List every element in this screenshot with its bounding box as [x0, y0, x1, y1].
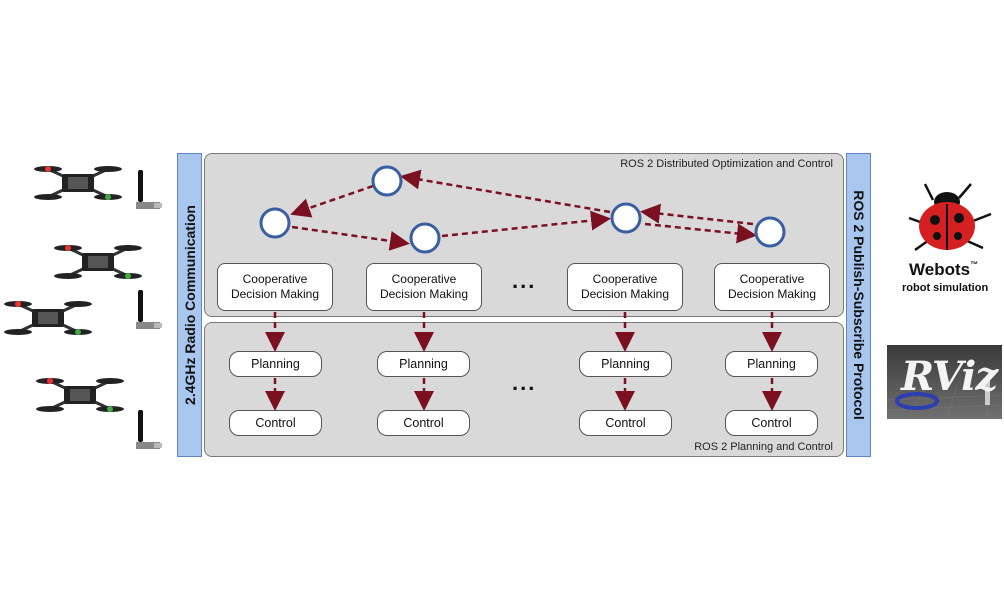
decision-line-1: Cooperative: [242, 272, 308, 286]
publish-subscribe-bar: ROS 2 Publish-Subscribe Protocol: [846, 153, 871, 457]
edge-n4-n2: [400, 169, 611, 214]
planning-control-title: ROS 2 Planning and Control: [694, 441, 833, 453]
decision-line-2: Decision Making: [580, 287, 670, 301]
rviz-name: RViz: [901, 353, 998, 400]
edge-n4-n5: [644, 222, 757, 244]
decision-line-1: Cooperative: [739, 272, 805, 286]
graph-node-1: [259, 207, 291, 239]
graph-node-4: [610, 202, 642, 234]
webots-logo: Webots™ robot simulation: [895, 178, 1000, 298]
webots-tagline: robot simulation: [902, 282, 989, 294]
planning-box-2: Planning: [377, 351, 470, 377]
graph-node-2: [371, 165, 403, 197]
rviz-logo: RViz: [886, 345, 1003, 420]
distributed-optimization-title: ROS 2 Distributed Optimization and Contr…: [620, 158, 833, 170]
graph-node-3: [409, 222, 441, 254]
edge-n5-n4: [640, 203, 754, 226]
decision-line-1: Cooperative: [592, 272, 658, 286]
webots-tm: ™: [970, 260, 979, 269]
radio-communication-bar: 2.4GHz Radio Communication: [177, 153, 202, 457]
edge-n1-n3: [291, 225, 410, 251]
planning-ellipsis: ...: [512, 370, 537, 395]
webots-name: Webots: [909, 260, 971, 279]
planning-box-4: Planning: [725, 351, 818, 377]
decision-line-1: Cooperative: [391, 272, 457, 286]
ladybug-icon: [908, 183, 992, 252]
decision-line-2: Decision Making: [379, 287, 469, 301]
control-box-2: Control: [377, 410, 470, 436]
edge-n3-n4: [441, 210, 611, 238]
control-box-4: Control: [725, 410, 818, 436]
decision-line-2: Decision Making: [230, 287, 320, 301]
control-box-3: Control: [579, 410, 672, 436]
decision-ellipsis: ...: [512, 268, 537, 293]
rviz-icon: [886, 379, 1003, 420]
decision-line-2: Decision Making: [727, 287, 817, 301]
graph-node-5: [754, 216, 786, 248]
edge-n2-n1: [290, 184, 374, 218]
